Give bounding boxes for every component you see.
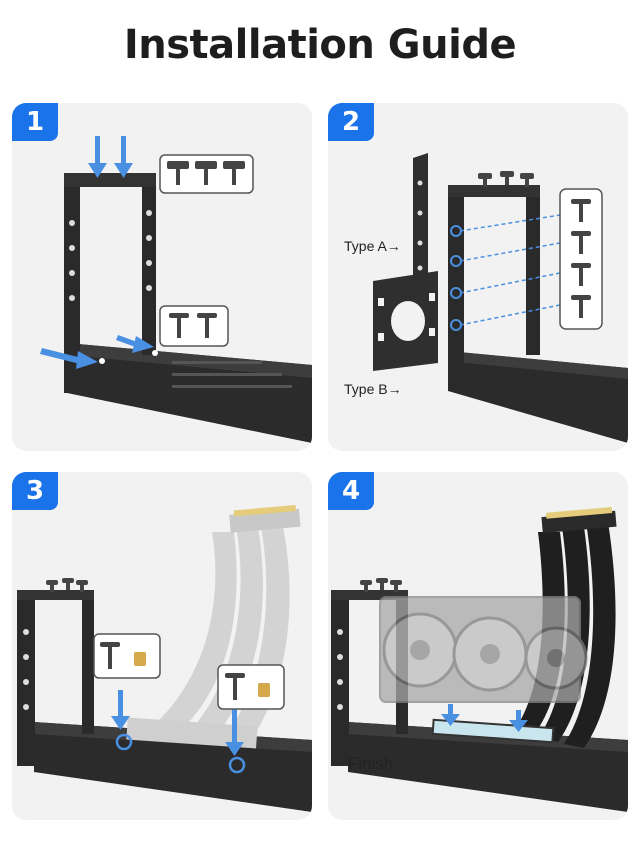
step-4-badge: 4 xyxy=(328,472,374,510)
step-4-illustration xyxy=(331,507,628,812)
step-1-badge: 1 xyxy=(12,103,58,141)
step-2-panel: 2 xyxy=(328,103,628,451)
step-3-badge: 3 xyxy=(12,472,58,510)
step-2-badge: 2 xyxy=(328,103,374,141)
step-1-illustration xyxy=(40,136,312,443)
type-b-label: Type B→ xyxy=(344,381,402,397)
step-3-illustration xyxy=(17,505,312,812)
type-a-label: Type A→ xyxy=(344,238,401,254)
page-title: Installation Guide xyxy=(123,22,517,68)
step-4-panel: 4 xyxy=(328,472,628,820)
step-3-panel: 3 xyxy=(12,472,312,820)
finish-caption: Finish xyxy=(348,754,394,773)
step-2-illustration xyxy=(373,153,628,443)
step-1-panel: 1 xyxy=(12,103,312,451)
